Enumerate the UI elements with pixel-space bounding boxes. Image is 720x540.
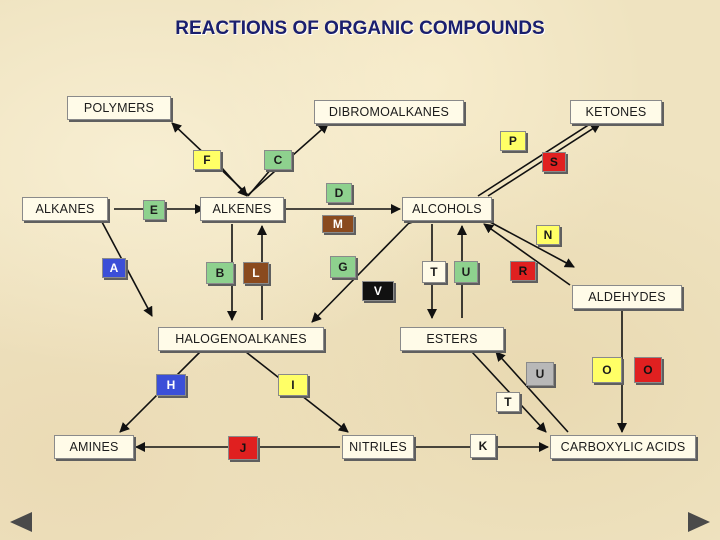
label-r: R <box>510 261 536 281</box>
box-alkenes: ALKENES <box>200 197 284 221</box>
label-u: U <box>454 261 478 283</box>
page-title: REACTIONS OF ORGANIC COMPOUNDS <box>175 18 545 39</box>
box-polymers: POLYMERS <box>67 96 171 120</box>
label-t2: T <box>496 392 520 412</box>
box-carboxylic-acids: CARBOXYLIC ACIDS <box>550 435 696 459</box>
box-aldehydes: ALDEHYDES <box>572 285 682 309</box>
arrow-p <box>477 123 591 197</box>
arrow-n <box>489 221 575 268</box>
arrow-u2 <box>495 351 569 433</box>
box-nitriles: NITRILES <box>342 435 414 459</box>
label-g: G <box>330 256 356 278</box>
label-u2: U <box>526 362 554 386</box>
label-d: D <box>326 183 352 203</box>
box-alkanes: ALKANES <box>22 197 108 221</box>
label-n: N <box>536 225 560 245</box>
label-h: H <box>156 374 186 396</box>
box-halogenoalkanes: HALOGENOALKANES <box>158 327 324 351</box>
box-ketones: KETONES <box>570 100 662 124</box>
label-a: A <box>102 258 126 278</box>
label-s: S <box>542 152 566 172</box>
label-k: K <box>470 434 496 458</box>
box-esters: ESTERS <box>400 327 504 351</box>
label-p: P <box>500 131 526 151</box>
label-t: T <box>422 261 446 283</box>
label-b: B <box>206 262 234 284</box>
label-e: E <box>143 200 165 220</box>
box-amines: AMINES <box>54 435 134 459</box>
label-c: C <box>264 150 292 170</box>
label-i: I <box>278 374 308 396</box>
label-f: F <box>193 150 221 170</box>
label-j: J <box>228 436 258 460</box>
box-alcohols: ALCOHOLS <box>402 197 492 221</box>
arrow-a <box>101 221 153 317</box>
arrow-g <box>311 214 418 323</box>
label-v: V <box>362 281 394 301</box>
triangle-left-icon[interactable] <box>10 512 32 532</box>
arrow-r <box>483 223 571 286</box>
label-m: M <box>322 215 354 233</box>
label-o2: O <box>634 357 662 383</box>
triangle-right-icon[interactable] <box>688 512 710 532</box>
label-l: L <box>243 262 269 284</box>
box-dibromoalkanes: DIBROMOALKANES <box>314 100 464 124</box>
label-o1: O <box>592 357 622 383</box>
